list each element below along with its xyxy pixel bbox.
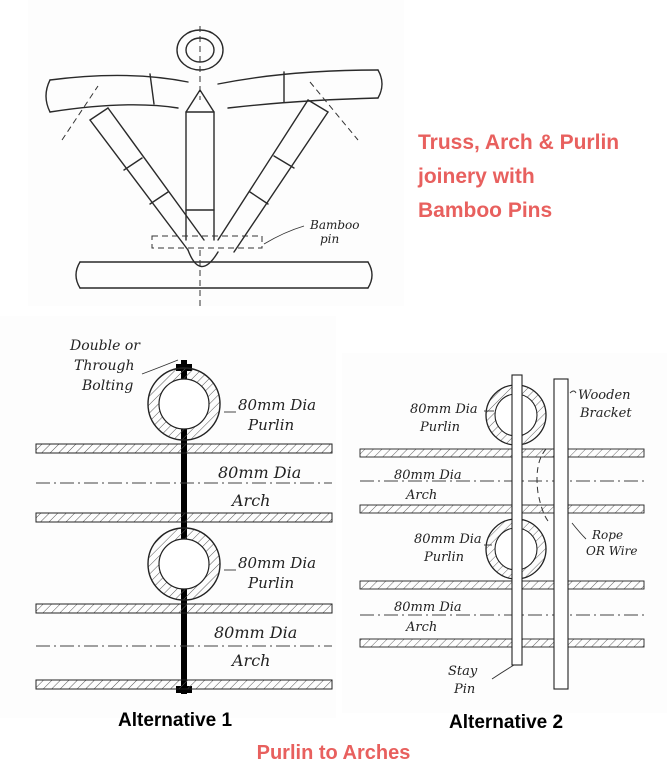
right-rafter [217,69,379,109]
rope-or-wire [536,448,549,522]
alt2-bottom-purlin-name: Purlin [423,550,464,565]
alternative-1-caption: Alternative 1 [118,710,233,731]
rope-label-line-1: Rope [591,528,623,542]
alt1-top-purlin-dia: 80mm Dia [238,396,316,414]
rope-label-line-2: OR Wire [586,544,638,558]
bolting-label-line-2: Through [74,358,134,374]
alt2-top-purlin-name: Purlin [419,420,460,435]
title-line-3: Bamboo Pins [418,199,553,222]
alt1-bottom-purlin-name: Purlin [247,574,294,592]
alt2-bottom-arch-upper-wall [359,580,645,590]
alt2-bottom-purlin-dia: 80mm Dia [414,532,482,547]
alternative-2-drawing: 80mm Dia Purlin Wooden Bracket 80mm Dia … [359,374,645,697]
bolting-label-line-3: Bolting [81,378,133,394]
diagram-title: Truss, Arch & Purlin joinery with Bamboo… [418,126,658,228]
alt2-top-purlin-dia: 80mm Dia [410,402,478,417]
alt2-top-arch-name: Arch [405,488,437,503]
bracket-label-line-1: Wooden [578,388,631,403]
stay-pin-label-line-2: Pin [453,682,475,697]
stay-pin [511,374,523,666]
alt1-top-arch-dia: 80mm Dia [218,463,301,482]
bracket-label-line-2: Bracket [579,406,632,421]
alternative-1-drawing: Double or Through Bolting 80mm Dia Purli… [35,338,333,694]
bottom-arch-lower-wall [35,679,333,690]
alt1-bottom-arch-name: Arch [230,651,270,670]
title-line-2: joinery with [418,165,535,188]
alt2-top-arch-lower-wall [359,504,645,514]
alt2-top-arch-upper-wall [359,448,645,458]
bottom-arch-upper-wall [35,603,333,614]
pin-label: pin [320,232,339,246]
truss-joint-drawing: Bamboo pin [45,26,383,306]
stay-pin-label-line-1: Stay [448,664,478,679]
alt2-top-arch-dia: 80mm Dia [394,468,462,483]
title-line-1: Truss, Arch & Purlin [418,131,620,154]
bottom-chord [79,261,369,289]
alt1-bottom-purlin-dia: 80mm Dia [238,554,316,572]
bamboo-pin-marker [151,235,263,249]
left-rafter [49,74,189,113]
purlin-to-arches-caption: Purlin to Arches [256,742,411,764]
bolting-label-line-1: Double or [69,338,141,354]
alt2-bottom-arch-dia: 80mm Dia [394,600,462,615]
king-post [185,89,215,241]
alternative-2-caption: Alternative 2 [449,712,564,733]
alt1-top-purlin-name: Purlin [247,416,294,434]
top-arch-upper-wall [35,443,333,454]
alt1-top-arch-name: Arch [230,491,270,510]
right-strut [217,99,329,253]
truss-sketch-panel: Bamboo pin [28,0,404,306]
alternative-1-panel: Double or Through Bolting 80mm Dia Purli… [0,316,336,718]
wooden-bracket [553,378,569,690]
alt2-bottom-arch-lower-wall [359,638,645,648]
left-strut [89,107,205,251]
bamboo-label: Bamboo [309,218,359,232]
alt2-bottom-arch-name: Arch [405,620,437,635]
alternative-2-panel: 80mm Dia Purlin Wooden Bracket 80mm Dia … [342,353,667,713]
alt1-bottom-arch-dia: 80mm Dia [214,623,297,642]
top-arch-lower-wall [35,512,333,523]
